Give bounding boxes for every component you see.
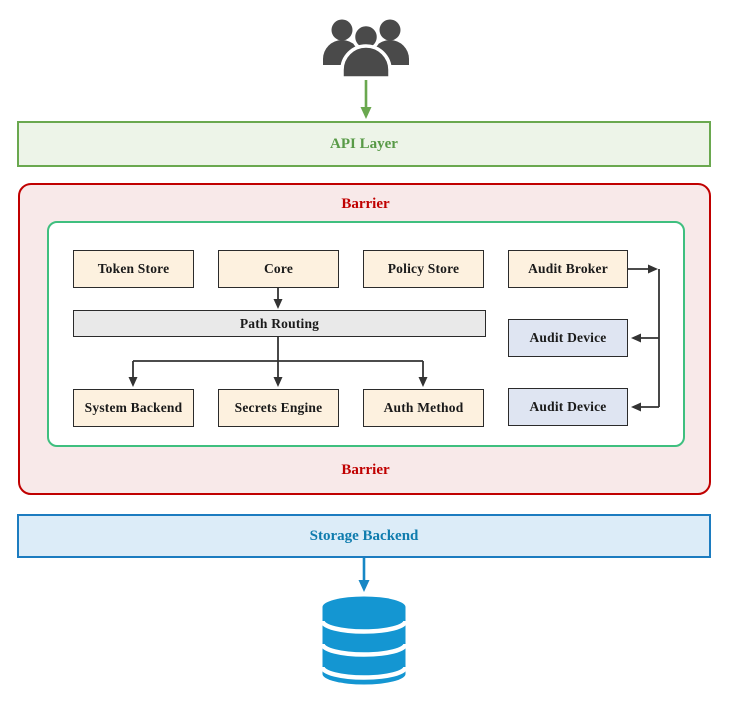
token-store-label: Token Store (97, 261, 170, 276)
path-routing-box: Path Routing (73, 310, 486, 337)
policy-store-box: Policy Store (363, 250, 484, 288)
path-routing-label: Path Routing (239, 315, 320, 331)
token-store-box: Token Store (73, 250, 194, 288)
auth-method-box: Auth Method (363, 389, 484, 427)
audit-device-1-label: Audit Device (529, 330, 607, 345)
audit-device-2-box: Audit Device (508, 388, 628, 426)
system-backend-label: System Backend (84, 400, 183, 415)
barrier-label-top: Barrier (341, 196, 390, 212)
audit-broker-label: Audit Broker (528, 261, 608, 276)
api-layer-box: API Layer (17, 121, 711, 167)
secrets-engine-box: Secrets Engine (218, 389, 339, 427)
audit-broker-box: Audit Broker (508, 250, 628, 288)
storage-to-database-arrow (358, 558, 370, 592)
audit-device-2-label: Audit Device (529, 399, 607, 414)
core-label: Core (263, 261, 294, 276)
storage-backend-box: Storage Backend (17, 514, 711, 558)
users-icon (323, 19, 409, 78)
audit-device-1-box: Audit Device (508, 319, 628, 357)
policy-store-label: Policy Store (387, 261, 460, 276)
auth-method-label: Auth Method (383, 400, 464, 415)
barrier-label-bottom: Barrier (341, 462, 390, 478)
users-to-api-arrow (360, 80, 372, 119)
api-layer-label: API Layer (330, 135, 398, 152)
secrets-engine-label: Secrets Engine (234, 400, 323, 415)
system-backend-box: System Backend (73, 389, 194, 427)
core-box: Core (218, 250, 339, 288)
storage-backend-label: Storage Backend (309, 527, 419, 544)
database-cylinder-icon (320, 596, 408, 685)
